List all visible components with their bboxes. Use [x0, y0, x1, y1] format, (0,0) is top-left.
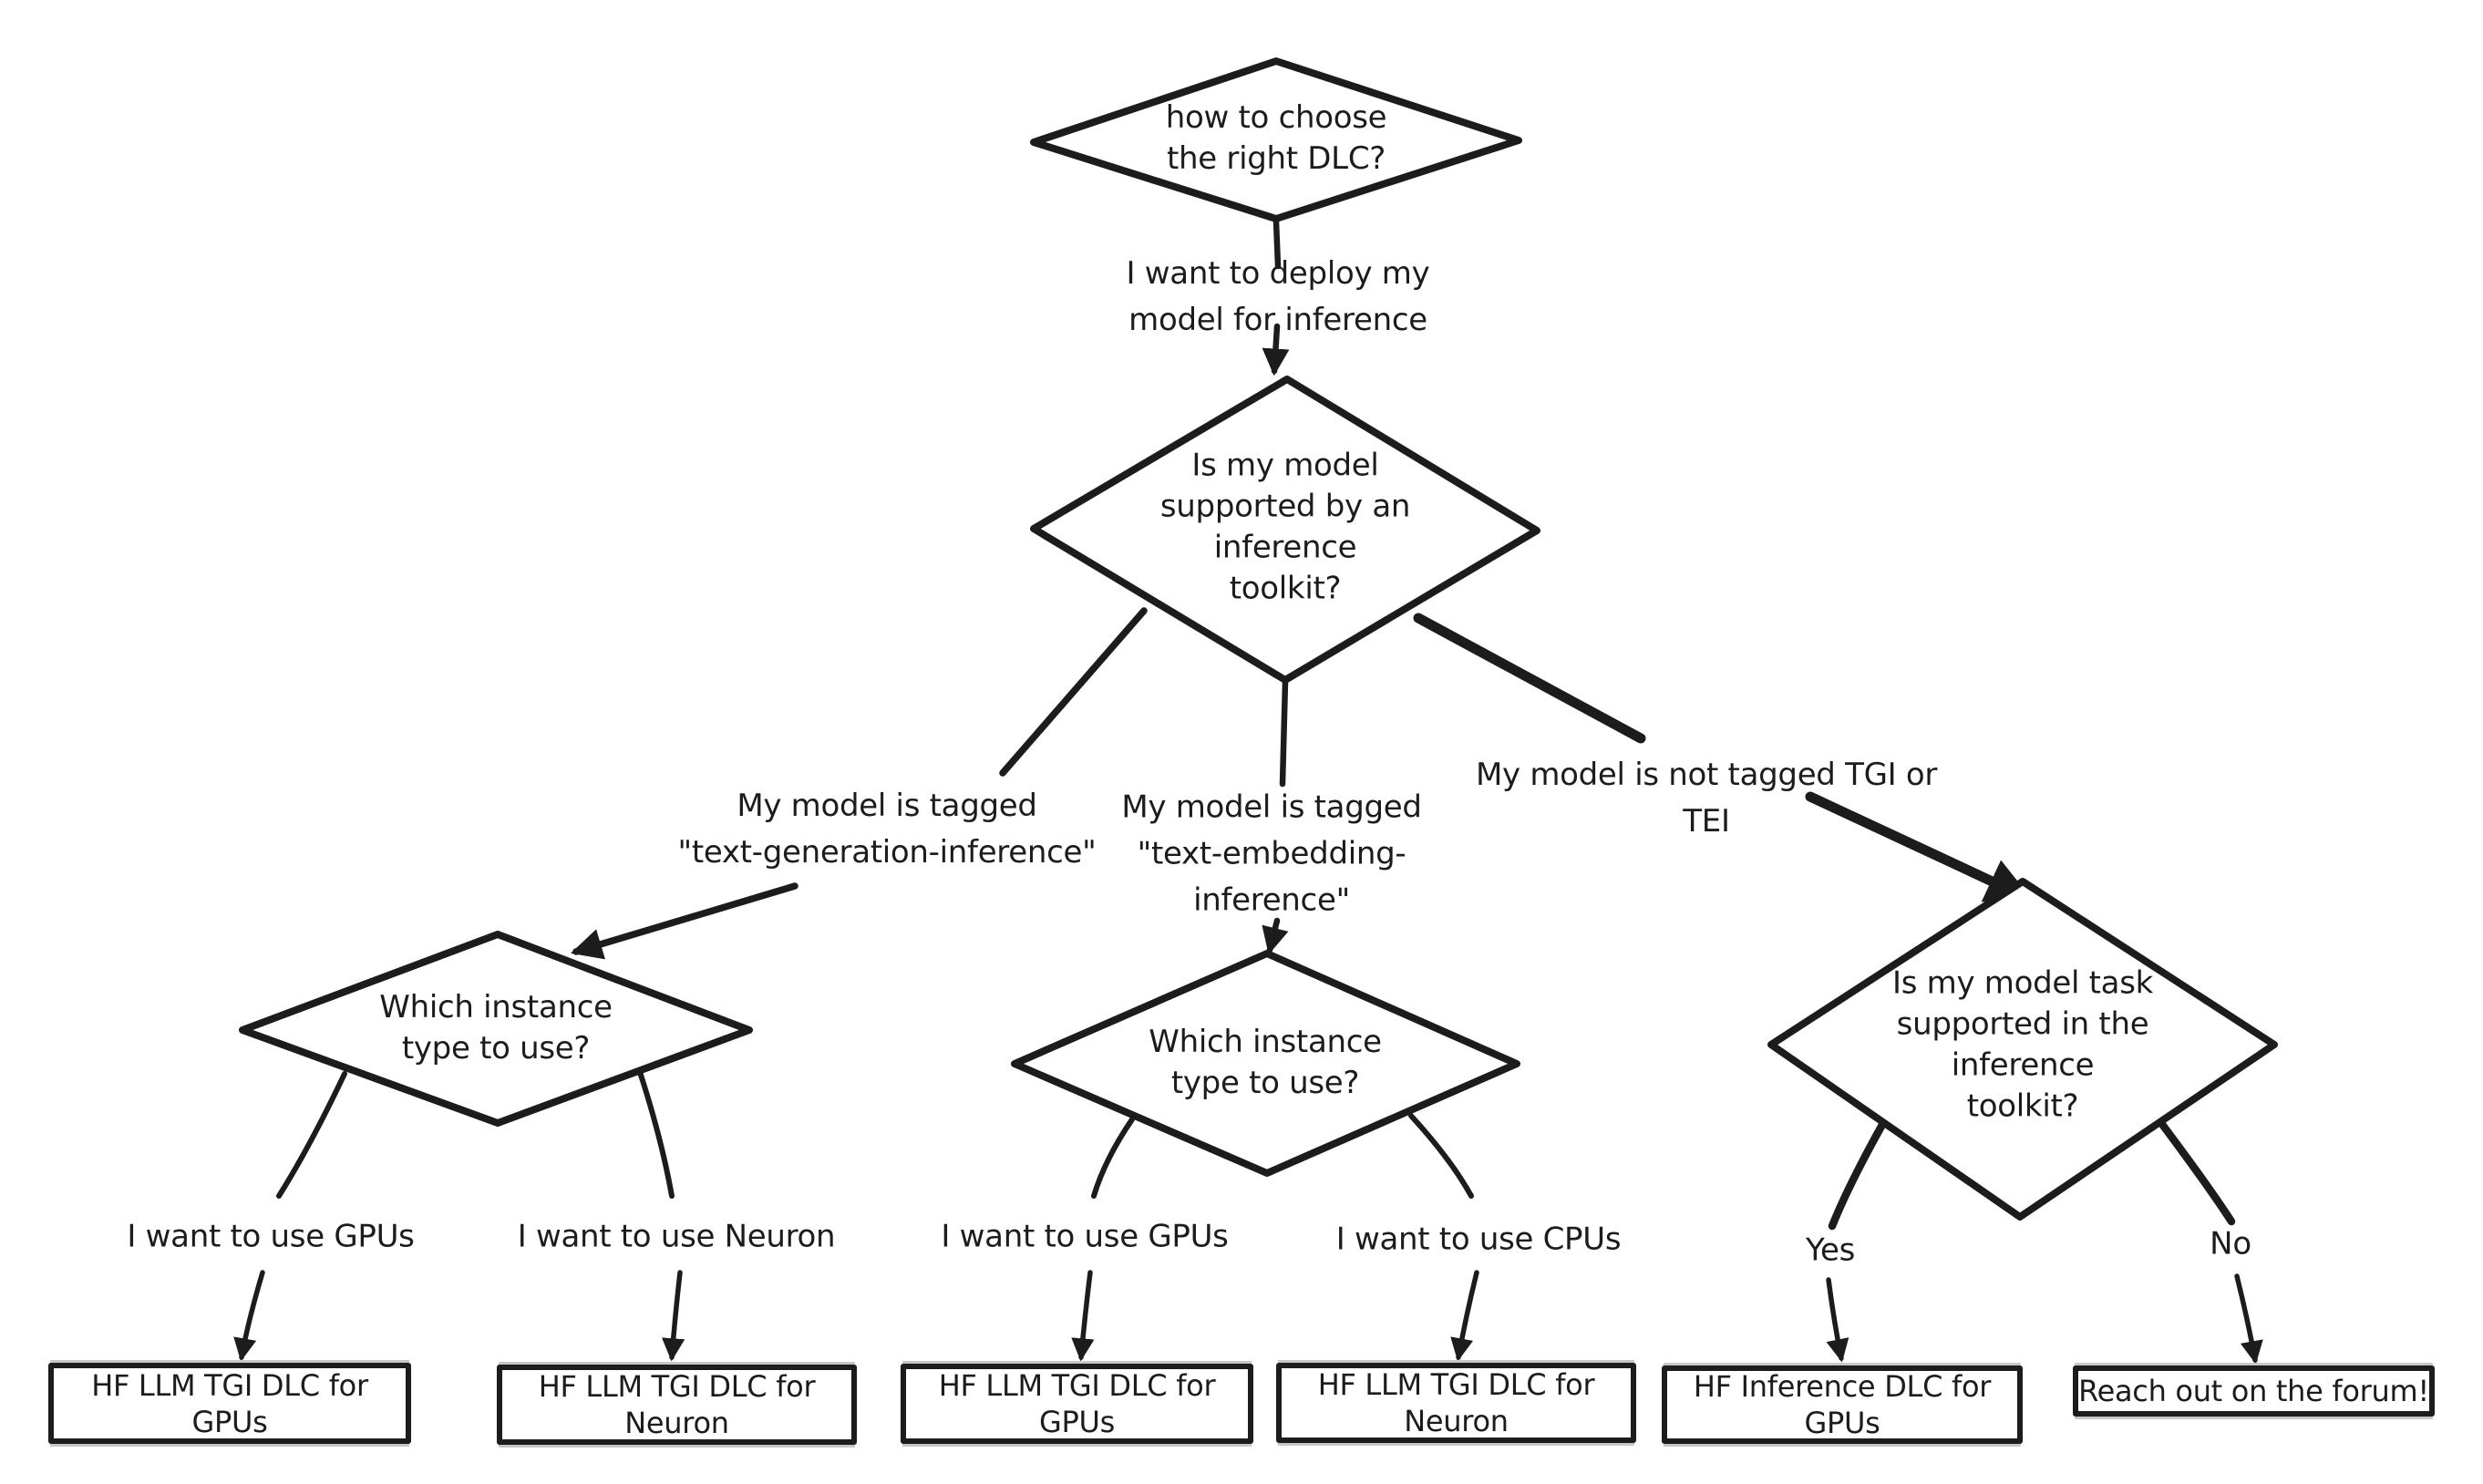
edge-tgi-gpus-arrow: [233, 1270, 265, 1362]
edge-deploy-arrow: [1262, 323, 1290, 376]
decision-shape-toolkit-supported: [1030, 376, 1540, 684]
edge-tgi-neuron-arrow: [661, 1270, 685, 1362]
edge-tei-cpus-seg: [1408, 1113, 1474, 1199]
result-box-tei-neuron: HF LLM TGI DLC for Neuron: [1276, 1363, 1636, 1443]
decision-shape-instance-type-tgi: [239, 931, 753, 1127]
decision-shape-instance-type-tei: [1011, 950, 1520, 1177]
decision-root: how to choose the right DLC?: [1165, 99, 1387, 177]
edge-not-tagged-arrow: [1805, 791, 2034, 902]
edge-tgi-neuron-seg: [637, 1069, 675, 1199]
edge-yes-arrow: [1826, 1277, 1849, 1363]
edge-tagged-tgi-arrow: [571, 882, 798, 960]
decision-task-supported: Is my model task supported in the infere…: [1891, 964, 2154, 1124]
result-box-inference-gpus: HF Inference DLC for GPUs: [1662, 1365, 2023, 1444]
decision-toolkit-supported: Is my model supported by an inference to…: [1159, 447, 1411, 606]
edge-label-not-tagged: My model is not tagged TGI or TEI: [1475, 757, 1938, 840]
result-box-tgi-gpus: HF LLM TGI DLC for GPUs: [48, 1363, 411, 1444]
edge-tgi-gpus-seg: [276, 1071, 347, 1199]
decision-instance-type-tgi: Which instance type to use?: [379, 989, 613, 1067]
edge-no-seg: [2154, 1115, 2236, 1226]
decision-shape-root: [1030, 57, 1522, 222]
edge-tagged-tei-arrow: [1262, 917, 1289, 955]
edge-label-deploy: I want to deploy my model for inference: [1126, 255, 1430, 338]
edge-tei-gpus-seg: [1091, 1117, 1135, 1199]
edge-label-tgi-use-gpus: I want to use GPUs: [127, 1218, 415, 1255]
edge-label-tei-use-cpus: I want to use CPUs: [1335, 1221, 1622, 1258]
edge-yes-seg: [1828, 1118, 1888, 1231]
edge-tagged-tgi-seg: [999, 607, 1148, 777]
edge-tagged-tei-stub: [1279, 678, 1289, 788]
result-box-tei-gpus: HF LLM TGI DLC for GPUs: [901, 1364, 1253, 1444]
edge-label-tagged-tei: My model is tagged "text-embedding- infe…: [1121, 788, 1422, 919]
edge-label-tgi-use-neuron: I want to use Neuron: [517, 1218, 836, 1255]
edge-label-no: No: [2210, 1225, 2251, 1262]
edge-label-tei-use-gpus: I want to use GPUs: [941, 1218, 1229, 1255]
edge-not-tagged-seg: [1413, 613, 1646, 744]
decision-shape-task-supported: [1767, 878, 2278, 1221]
edge-tei-gpus-arrow: [1071, 1270, 1095, 1362]
edge-no-arrow: [2234, 1273, 2263, 1365]
decision-instance-type-tei: Which instance type to use?: [1149, 1024, 1382, 1101]
result-box-forum: Reach out on the forum!: [2073, 1365, 2435, 1417]
edge-root-stub: [1272, 218, 1282, 270]
result-box-tgi-neuron: HF LLM TGI DLC for Neuron: [497, 1365, 857, 1445]
edge-label-tagged-tgi: My model is tagged "text-generation-infe…: [677, 788, 1097, 871]
edge-tei-cpus-arrow: [1450, 1270, 1479, 1362]
edge-label-yes: Yes: [1806, 1232, 1855, 1269]
